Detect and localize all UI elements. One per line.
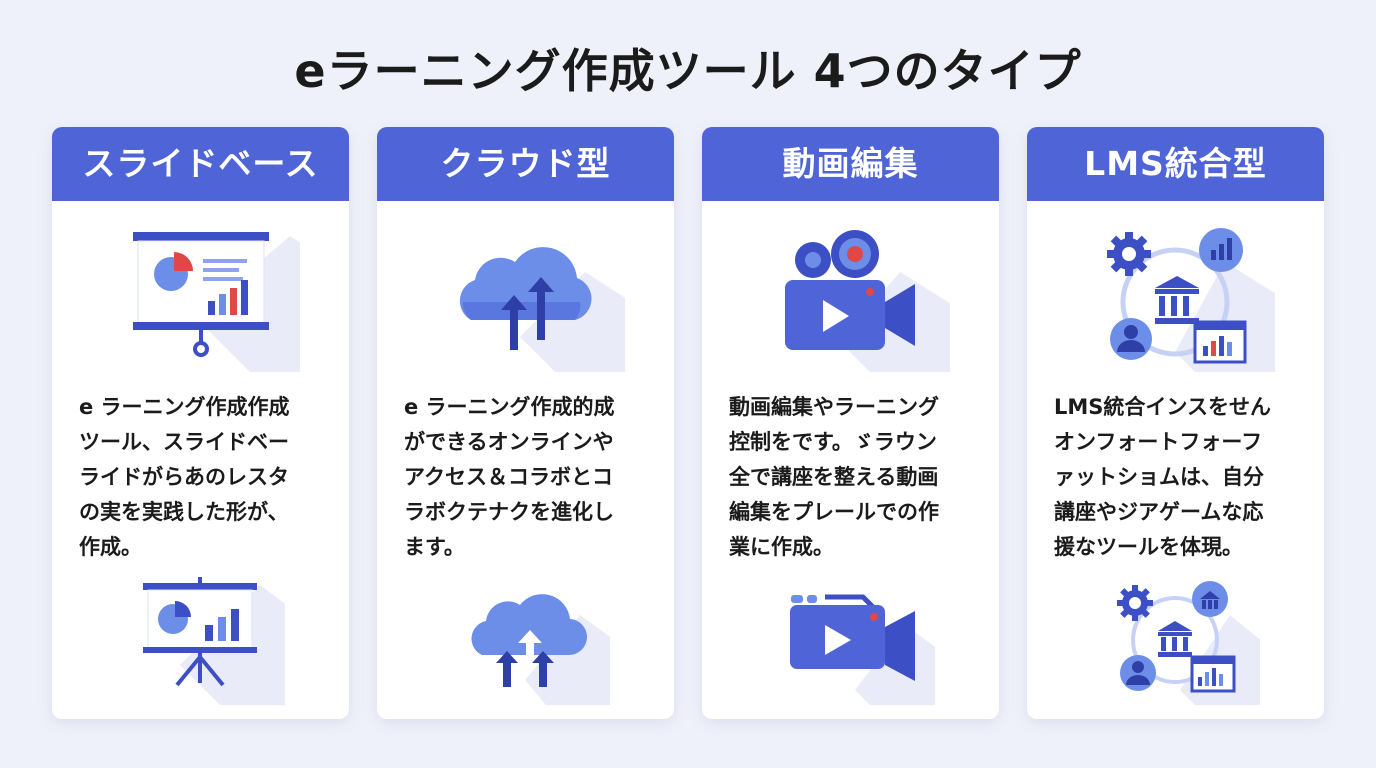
card-header: 動画編集 [702,127,999,201]
description-line: e ラーニング作成的成 [404,395,615,419]
description-line: LMS統合インスをせん [1054,395,1271,419]
card-video-editing: 動画編集 動画編集やラーニング 控制をです。ゞラウン 全で講座を整える動画 編集… [702,127,999,719]
description-line: の実を実践した形が、 [79,500,289,524]
cloud-upload-icon [471,594,610,705]
description-line: ができるオンラインや [404,430,614,454]
description-line: 控制をです。ゞラウン [729,430,937,454]
lms-network-icon [1117,581,1260,705]
presentation-board-icon [133,232,300,372]
description-line: 編集をプレールでの作 [729,500,939,524]
description-line: 業に作成。 [729,535,834,559]
description-line: 作成。 [79,535,142,559]
building-icon [1155,276,1199,324]
card-header: LMS統合型 [1027,127,1324,201]
card-description: e ラーニング作成的成 ができるオンラインや アクセス＆コラボとコ ラボクテナク… [404,390,656,565]
card-description: 動画編集やラーニング 控制をです。ゞラウン 全で講座を整える動画 編集をプレール… [729,390,981,565]
card-description: LMS統合インスをせん オンフォートフォーフ ァットショムは、自分 講座やジアゲ… [1054,390,1306,565]
video-camera-icon [785,230,950,372]
description-line: ァットショムは、自分 [1054,465,1264,489]
description-line: 講座やジアゲームな応 [1054,500,1264,524]
description-line: 全で講座を整える動画 [729,465,939,489]
card-header: スライドベース [52,127,349,201]
cloud-upload-icon [459,247,625,372]
gear-icon [1117,585,1153,621]
lms-network-icon [1107,228,1275,372]
video-camera-icon [790,594,935,705]
description-line: ます。 [404,535,465,559]
description-line: 援なツールを体現。 [1054,535,1243,559]
description-line: ラボクテナクを進化し [404,500,614,524]
presentation-easel-icon [143,577,285,705]
description-line: 動画編集やラーニング [729,395,939,419]
card-cloud: クラウド型 e ラーニング作成的成 ができるオンラインや アクセス＆コラボとコ … [377,127,674,719]
description-line: オンフォートフォーフ [1054,430,1263,454]
description-line: アクセス＆コラボとコ [404,465,613,489]
building-icon [1158,621,1192,657]
description-line: ツール、スライドベー [79,430,289,454]
description-line: ライドがらあのレスタ [79,465,289,489]
gear-icon [1107,232,1151,276]
card-slide-based: スライドベース e ラーニング作成作成 ツール、スライドベー ライドがらあのレス… [52,127,349,719]
description-line: e ラーニング作成作成 [79,395,290,419]
card-header: クラウド型 [377,127,674,201]
card-description: e ラーニング作成作成 ツール、スライドベー ライドがらあのレスタ の実を実践し… [79,390,331,565]
card-lms-integrated: LMS統合型 L [1027,127,1324,719]
page-title: eラーニング作成ツール 4つのタイプ [294,44,1082,98]
